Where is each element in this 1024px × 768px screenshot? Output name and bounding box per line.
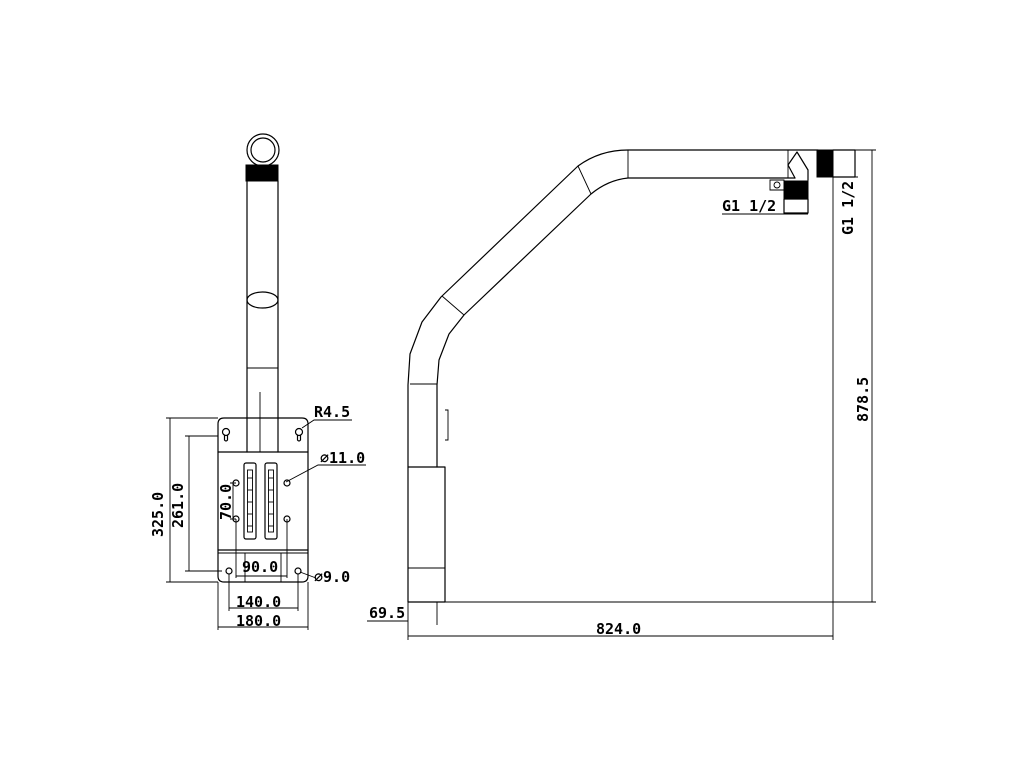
dim-thread-end: G1 1/2: [839, 181, 857, 235]
pipe-top-ring: [246, 133, 280, 167]
side-outlet: [783, 180, 809, 200]
dim-w8240: 824.0: [596, 620, 641, 638]
keyhole-slot-right: [294, 427, 304, 442]
dim-h2610: 261.0: [169, 483, 187, 528]
adjust-slot-right: [264, 462, 278, 540]
front-dimension-lines: [166, 417, 366, 630]
dim-off695: 69.5: [369, 604, 405, 622]
side-dimension-lines: [367, 149, 876, 640]
dim-thread-side: G1 1/2: [722, 197, 776, 215]
pipe-section-ellipse: [246, 291, 279, 309]
dim-d90: ⌀9.0: [314, 568, 350, 586]
keyhole-slot-left: [221, 427, 231, 442]
side-view: [407, 149, 856, 603]
pipe-coupling: [245, 164, 279, 182]
dim-w1400: 140.0: [236, 593, 281, 611]
dim-h8785: 878.5: [854, 377, 872, 422]
dim-r45: R4.5: [314, 403, 350, 421]
pipe-vertical: [246, 180, 279, 453]
side-wall-plate: [407, 466, 446, 603]
mounting-plate: [217, 417, 309, 583]
dim-d110: ⌀11.0: [320, 449, 365, 467]
end-coupling: [816, 149, 834, 178]
side-arm-inner: [436, 177, 796, 468]
dim-w1800: 180.0: [236, 612, 281, 630]
dim-h3250: 325.0: [149, 492, 167, 537]
side-arm-outer: [407, 149, 819, 468]
adjust-slot-left: [243, 462, 257, 540]
front-view: [217, 133, 309, 583]
dim-w900: 90.0: [242, 558, 278, 576]
dim-h700: 70.0: [217, 484, 235, 520]
